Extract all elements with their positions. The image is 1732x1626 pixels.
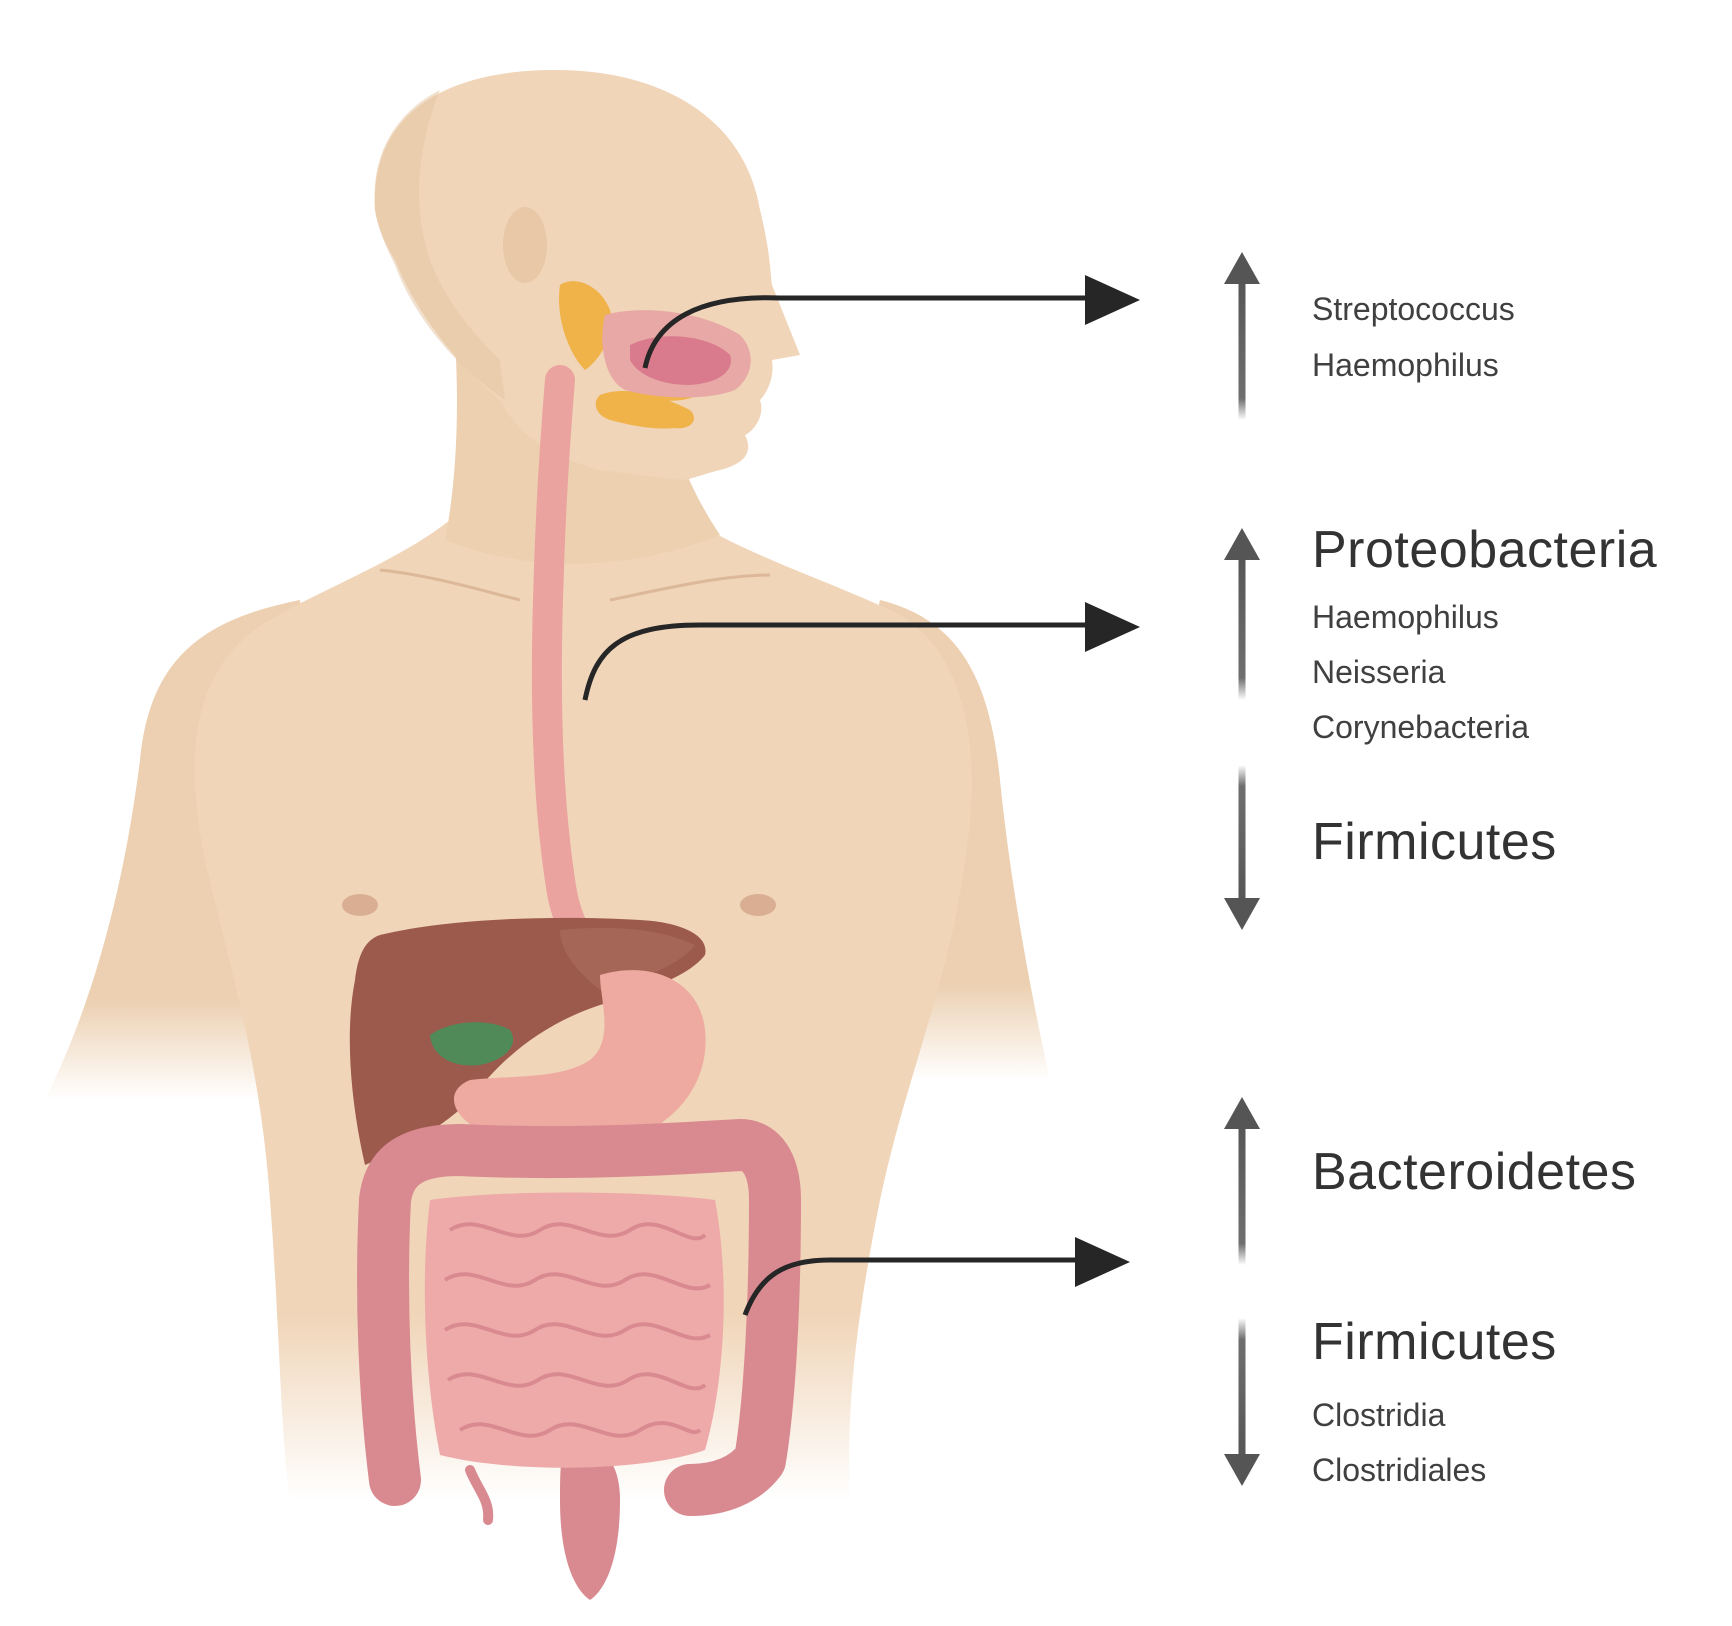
lung-callout-line [582, 622, 1085, 701]
taxon-label-lung-3: Corynebacteria [1312, 709, 1529, 745]
oral-increase-arrow [1224, 252, 1260, 420]
ear [503, 207, 547, 283]
head [374, 70, 800, 480]
taxon-label-gut-2: Clostridia [1312, 1397, 1446, 1433]
salivary-gland-lower [595, 390, 695, 429]
taxon-label-lung-1: Haemophilus [1312, 599, 1499, 635]
stomach [453, 970, 706, 1149]
taxon-label-gut-3: Clostridiales [1312, 1452, 1487, 1488]
taxon-label-gut-1: Firmicutes [1312, 1313, 1557, 1371]
taxon-label-lung-0: Proteobacteria [1312, 521, 1658, 579]
head-shadow [374, 90, 505, 400]
collarbone-left [379, 568, 521, 602]
colon [357, 1119, 801, 1516]
taxon-label-oral-0: Streptococcus [1312, 291, 1515, 327]
oral-callout-line [642, 295, 1085, 369]
taxon-label-lung-4: Firmicutes [1312, 813, 1557, 871]
rectum [560, 1440, 620, 1600]
salivary-gland-upper [559, 281, 611, 370]
collarbone-right [609, 573, 771, 602]
liver-lobe [560, 927, 695, 990]
lung-callout-arrowhead [1085, 602, 1140, 652]
taxon-label-gut-0: Bacteroidetes [1312, 1143, 1637, 1201]
gut-increase-arrow [1224, 1097, 1260, 1265]
gut-callout-line [742, 1257, 1075, 1316]
taxon-label-oral-1: Haemophilus [1312, 347, 1499, 383]
intestine-folds [443, 1222, 712, 1438]
taxon-label-lung-2: Neisseria [1312, 654, 1446, 690]
oral-callout-arrowhead [1085, 275, 1140, 325]
gut-decrease-arrow [1224, 1318, 1260, 1486]
appendix [465, 1465, 494, 1525]
gut-callout-arrowhead [1075, 1237, 1130, 1287]
tongue [630, 336, 731, 385]
left-nipple [342, 894, 378, 916]
trend-arrows [1224, 252, 1260, 1486]
right-nipple [740, 894, 776, 916]
gallbladder [430, 1022, 514, 1066]
lung-increase-arrow [1224, 528, 1260, 700]
lung-decrease-arrow [1224, 765, 1260, 930]
